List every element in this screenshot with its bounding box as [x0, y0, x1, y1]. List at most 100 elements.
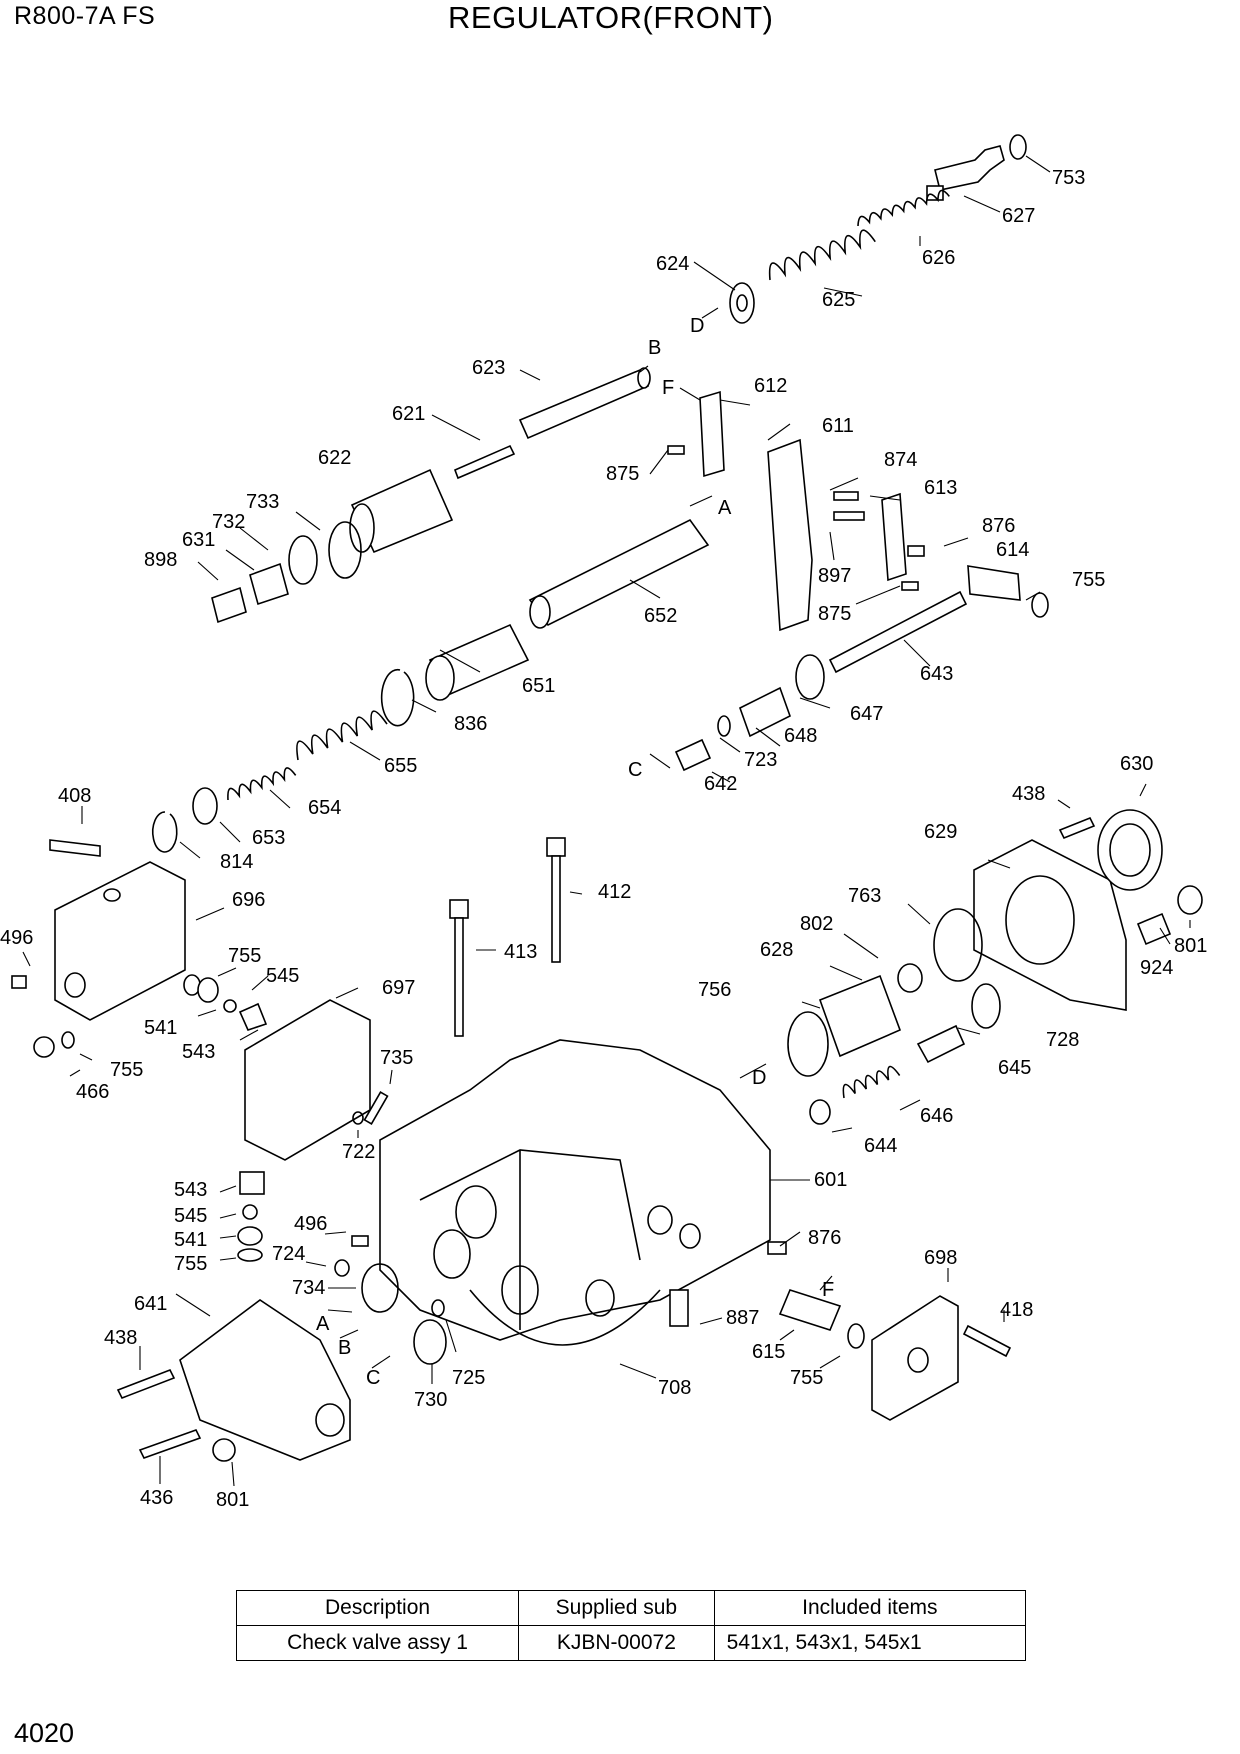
callout-623: 623	[472, 357, 505, 379]
rod-643-shape	[828, 590, 968, 674]
oring-724-shape	[334, 1259, 350, 1277]
lever-611-shape	[767, 438, 813, 632]
callout-545-a: 545	[266, 965, 299, 987]
spool-651-end	[425, 655, 455, 701]
spool-652-end	[529, 595, 551, 629]
callout-734: 734	[292, 1277, 325, 1299]
seat-624-hole	[736, 294, 748, 312]
oring-722-shape	[352, 1111, 364, 1125]
callout-651: 651	[522, 675, 555, 697]
callout-887: 887	[726, 1307, 759, 1329]
callout-735: 735	[380, 1047, 413, 1069]
callout-756: 756	[698, 979, 731, 1001]
pin-621-shape	[453, 444, 516, 480]
callout-496-b: 496	[294, 1213, 327, 1235]
callout-698: 698	[924, 1247, 957, 1269]
pin-875b-shape	[901, 581, 919, 591]
model-label: R800-7A FS	[14, 2, 156, 30]
callout-C-top: C	[628, 759, 642, 781]
callout-641: 641	[134, 1293, 167, 1315]
callout-543-a: 543	[182, 1041, 215, 1063]
callout-801-b: 801	[216, 1489, 249, 1511]
sleeve-631-shape	[249, 562, 289, 606]
callout-631: 631	[182, 529, 215, 551]
oring-733-shape	[328, 521, 362, 579]
screw-642-shape	[674, 738, 712, 772]
bolt-438a-shape	[1058, 816, 1096, 840]
link-613-shape	[881, 492, 907, 582]
callout-438-b: 438	[104, 1327, 137, 1349]
bolt-438b-shape	[116, 1368, 176, 1400]
callout-408: 408	[58, 785, 91, 807]
callout-696: 696	[232, 889, 265, 911]
bolt-413-head	[449, 899, 469, 919]
callout-654: 654	[308, 797, 341, 819]
callout-612: 612	[754, 375, 787, 397]
callout-628: 628	[760, 939, 793, 961]
ring-836-shape	[380, 668, 415, 727]
callout-753: 753	[1052, 167, 1085, 189]
bolt-408-shape	[49, 839, 101, 857]
callout-898: 898	[144, 549, 177, 571]
callout-436: 436	[140, 1487, 173, 1509]
callout-541-b: 541	[174, 1229, 207, 1251]
callout-875-top: 875	[606, 463, 639, 485]
callout-412: 412	[598, 881, 631, 903]
housing-601-port-a	[455, 1185, 497, 1239]
callout-626: 626	[922, 247, 955, 269]
callout-652: 652	[644, 605, 677, 627]
callout-814: 814	[220, 851, 253, 873]
callout-836: 836	[454, 713, 487, 735]
housing-601-shape	[379, 1039, 771, 1341]
callout-874: 874	[884, 449, 917, 471]
table-header-row: Description Supplied sub Included items	[235, 1590, 1027, 1626]
pin-887-shape	[669, 1289, 689, 1327]
ball-545a-shape	[223, 999, 237, 1013]
piston-615-shape	[778, 1289, 842, 1331]
oring-725-shape	[431, 1299, 445, 1317]
callout-725: 725	[452, 1367, 485, 1389]
pin-874-shape	[833, 491, 859, 501]
callout-627: 627	[1002, 205, 1035, 227]
callout-629: 629	[924, 821, 957, 843]
nut-802-shape	[897, 963, 923, 993]
callout-622: 622	[318, 447, 351, 469]
nut-627b-shape	[926, 185, 944, 201]
oring-708-shape	[469, 1289, 661, 1346]
oring-755d-shape	[237, 1248, 263, 1262]
callout-728: 728	[1046, 1029, 1079, 1051]
piston-645-shape	[916, 1024, 966, 1064]
callout-655: 655	[384, 755, 417, 777]
callout-625: 625	[822, 289, 855, 311]
callout-897: 897	[818, 565, 851, 587]
callout-755-e: 755	[790, 1367, 823, 1389]
callout-801-a: 801	[1174, 935, 1207, 957]
housing-601-port-e	[647, 1205, 673, 1235]
cover-698-shape	[871, 1295, 959, 1421]
callout-653: 653	[252, 827, 285, 849]
nut-801a-shape	[1177, 885, 1203, 915]
callout-624: 624	[656, 253, 689, 275]
page-number: 4020	[14, 1718, 75, 1748]
adjust-screw-627-shape	[934, 145, 1005, 191]
callout-644: 644	[864, 1135, 897, 1157]
seat-541b-shape	[237, 1226, 263, 1246]
callout-722: 722	[342, 1141, 375, 1163]
bolt-412-shank	[551, 855, 561, 963]
plug-898-shape	[211, 586, 247, 624]
sleeve-622-end	[349, 503, 375, 553]
callout-F-top: F	[662, 377, 674, 399]
callout-755-a: 755	[1072, 569, 1105, 591]
oring-730-shape	[413, 1319, 447, 1365]
callout-875-b: 875	[818, 603, 851, 625]
pin-876a-shape	[907, 545, 925, 557]
callout-648: 648	[784, 725, 817, 747]
callout-A-top: A	[718, 497, 732, 519]
oring-732-shape	[288, 535, 318, 585]
callout-B-low: B	[338, 1337, 351, 1359]
screw-924-shape	[1136, 912, 1172, 946]
cell-supplied-sub: KJBN-00072	[518, 1625, 715, 1661]
spring-625-shape	[768, 229, 876, 281]
valve-543a-shape	[238, 1002, 268, 1031]
callout-413: 413	[504, 941, 537, 963]
